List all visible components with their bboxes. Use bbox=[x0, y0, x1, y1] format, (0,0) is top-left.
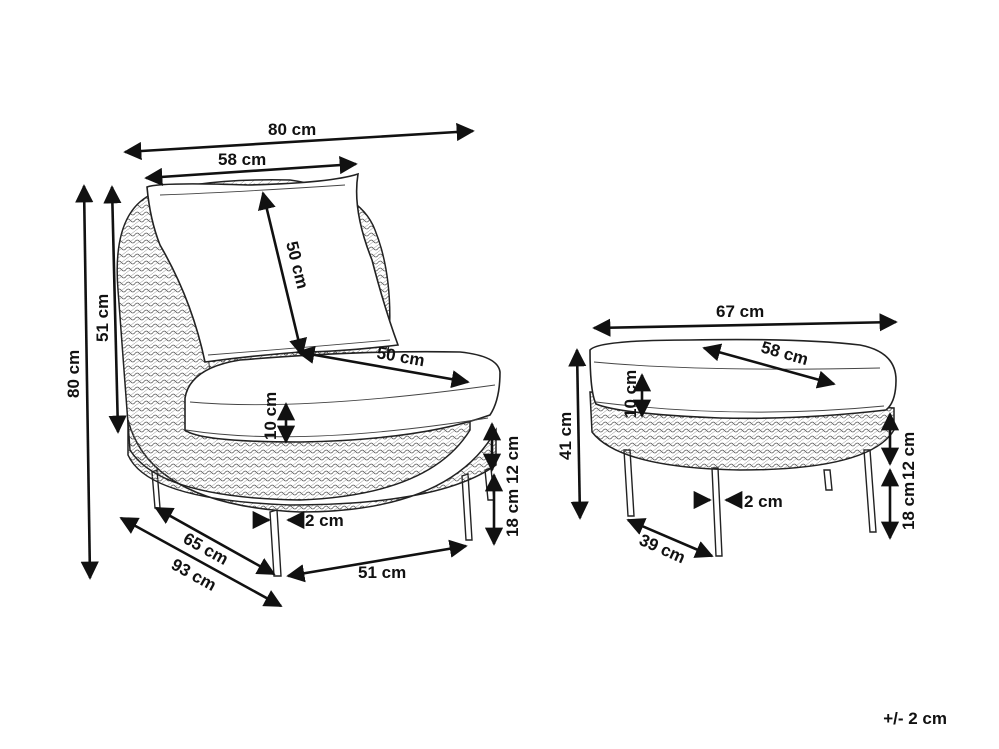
ottoman-leg-height-label: 18 cm bbox=[899, 482, 918, 530]
ottoman-leg-front bbox=[711, 467, 723, 557]
chair-leg-size-label: 2 cm bbox=[305, 511, 344, 530]
ottoman-depth-line bbox=[626, 518, 714, 558]
ottoman-width-line bbox=[592, 313, 898, 337]
ottoman-total-height-line bbox=[568, 348, 589, 520]
chair-width-line bbox=[123, 122, 475, 161]
ottoman-leg-back bbox=[823, 469, 833, 491]
chair-leg-spread-label: 51 cm bbox=[358, 563, 406, 582]
chair-total-width-label: 80 cm bbox=[268, 120, 316, 139]
chair-total-depth-line bbox=[119, 516, 283, 608]
chair-base-band-label: 12 cm bbox=[503, 436, 522, 484]
ottoman-total-width-label: 67 cm bbox=[716, 302, 764, 321]
ottoman-cushion-width-line bbox=[702, 343, 836, 389]
ottoman-leg-size-label: 2 cm bbox=[744, 492, 783, 511]
chair-total-height-label: 80 cm bbox=[64, 350, 83, 398]
chair-pillow-height-line bbox=[257, 191, 308, 357]
ottoman-dimensions: 67 cm 58 cm 10 cm 41 cm 12 cm 18 cm 2 cm… bbox=[556, 302, 918, 567]
ottoman-base-band-label: 12 cm bbox=[899, 432, 918, 480]
ottoman-cushion-thickness-label: 10 cm bbox=[621, 370, 640, 418]
chair-seat-depth-line bbox=[296, 345, 470, 389]
chair-cushion-width-label: 58 cm bbox=[218, 150, 266, 169]
chair-seat-thickness-label: 10 cm bbox=[261, 392, 280, 440]
chair-leg-height-label: 18 cm bbox=[503, 489, 522, 537]
chair-cushion-width-line bbox=[144, 156, 358, 186]
ottoman-leg-right bbox=[863, 449, 877, 533]
chair-back-height-line bbox=[103, 185, 127, 434]
ottoman-total-height-label: 41 cm bbox=[556, 412, 575, 460]
chair-back-height-label: 51 cm bbox=[93, 294, 112, 342]
ottoman-leg-left bbox=[623, 449, 635, 517]
chair-leg-back bbox=[484, 467, 495, 501]
chair-total-height-line bbox=[75, 184, 99, 580]
chair-leg-spread-line bbox=[286, 539, 468, 583]
chair-leg-right bbox=[461, 473, 473, 541]
tolerance-note: +/- 2 cm bbox=[883, 709, 947, 728]
chair-leg-front bbox=[269, 509, 282, 577]
